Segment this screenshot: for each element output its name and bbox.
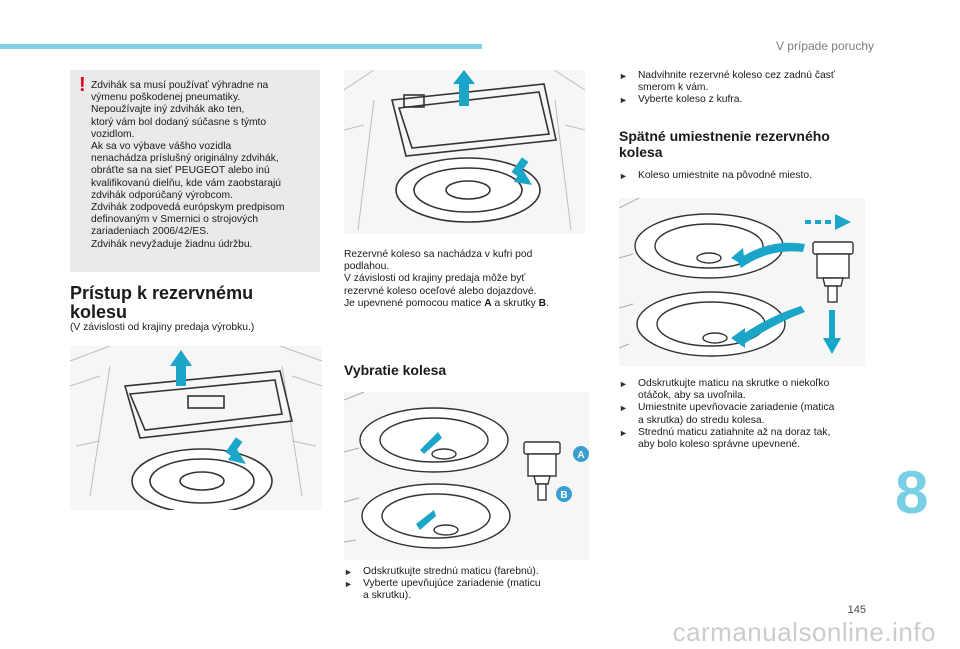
trunk-open-floor-illustration <box>70 346 322 510</box>
header-accent-bar <box>0 44 482 49</box>
trunk-wheel-well-illustration <box>344 70 585 234</box>
removal-steps: ►Odskrutkujte strednú maticu (farebnú). … <box>344 566 594 603</box>
bolt-label-b: B <box>560 490 567 501</box>
page-number: 145 <box>847 604 866 616</box>
wheel-storage-illustration <box>619 198 865 366</box>
step-text: Odskrutkujte maticu na skrutke o niekoľk… <box>638 378 830 402</box>
step-text: Umiestnite upevňovacie zariadenie (matic… <box>638 402 835 426</box>
removal-title: Vybratie kolesa <box>344 362 447 378</box>
bullet-icon: ► <box>344 567 353 577</box>
description-text: Rezervné koleso sa nachádza v kufri pod … <box>344 249 537 309</box>
bolt-label-inline: B <box>538 297 547 309</box>
exclamation-icon: ! <box>79 74 86 96</box>
list-item: ► Vyberte koleso z kufra. <box>619 94 879 106</box>
storage-steps: ► Koleso umiestnite na pôvodné miesto. <box>619 170 879 182</box>
access-note: (V závislosti od krajiny predaja výrobku… <box>70 322 255 333</box>
step-text: Vyberte upevňujúce zariadenie (maticu a … <box>363 578 541 602</box>
list-item: ► Umiestnite upevňovacie zariadenie (mati… <box>619 402 881 426</box>
warning-box <box>70 70 320 272</box>
step-text: Nadvihnite rezervné koleso cez zadnú čas… <box>638 70 835 94</box>
description-text-end: . <box>546 297 549 309</box>
watermark: carmanualsonline.info <box>672 617 936 647</box>
spare-wheel-description: Rezervné koleso sa nachádza v kufri pod … <box>344 249 594 310</box>
bullet-icon: ► <box>344 579 353 590</box>
nut-label-a: A <box>577 450 584 461</box>
step-text: Strednú maticu zatiahnite až na doraz ta… <box>638 426 831 451</box>
list-item: ► Odskrutkujte maticu na skrutke o niekoľ… <box>619 378 881 402</box>
chapter-tab <box>888 460 960 530</box>
bullet-icon: ► <box>619 71 628 81</box>
list-item: ► Koleso umiestnite na pôvodné miesto. <box>619 170 879 182</box>
storage-title: Spätné umiestnenie rezervného kolesa <box>619 128 830 160</box>
bullet-icon: ► <box>619 427 628 438</box>
bullet-icon: ► <box>619 379 628 389</box>
step-text: Vyberte koleso z kufra. <box>638 94 743 106</box>
list-item: ► Odskrutkujte strednú maticu (farebnú). <box>344 566 594 578</box>
access-title: Prístup k rezervnému kolesu <box>70 283 254 322</box>
wheel-removal-illustration: A B <box>344 392 589 560</box>
chapter-number: 8 <box>895 459 929 526</box>
list-item: ► Vyberte upevňujúce zariadenie (maticu a… <box>344 578 594 602</box>
description-text-mid: a skrutky <box>491 297 539 309</box>
bullet-icon: ► <box>619 171 628 181</box>
section-title: V prípade poruchy <box>775 39 874 53</box>
nut-label-inline: A <box>484 297 492 309</box>
step-text: Odskrutkujte strednú maticu (farebnú). <box>363 566 539 577</box>
lift-steps: ► Nadvihnite rezervné koleso cez zadnú ča… <box>619 70 879 107</box>
list-item: ► Nadvihnite rezervné koleso cez zadnú ča… <box>619 70 879 94</box>
list-item: ► Strednú maticu zatiahnite až na doraz t… <box>619 427 881 451</box>
step-text: Koleso umiestnite na pôvodné miesto. <box>638 170 813 181</box>
bullet-icon: ► <box>619 403 628 414</box>
bullet-icon: ► <box>619 95 628 106</box>
tighten-steps: ► Odskrutkujte maticu na skrutke o niekoľ… <box>619 378 881 451</box>
warning-text: Zdvihák sa musí používať výhradne na vým… <box>91 80 285 250</box>
